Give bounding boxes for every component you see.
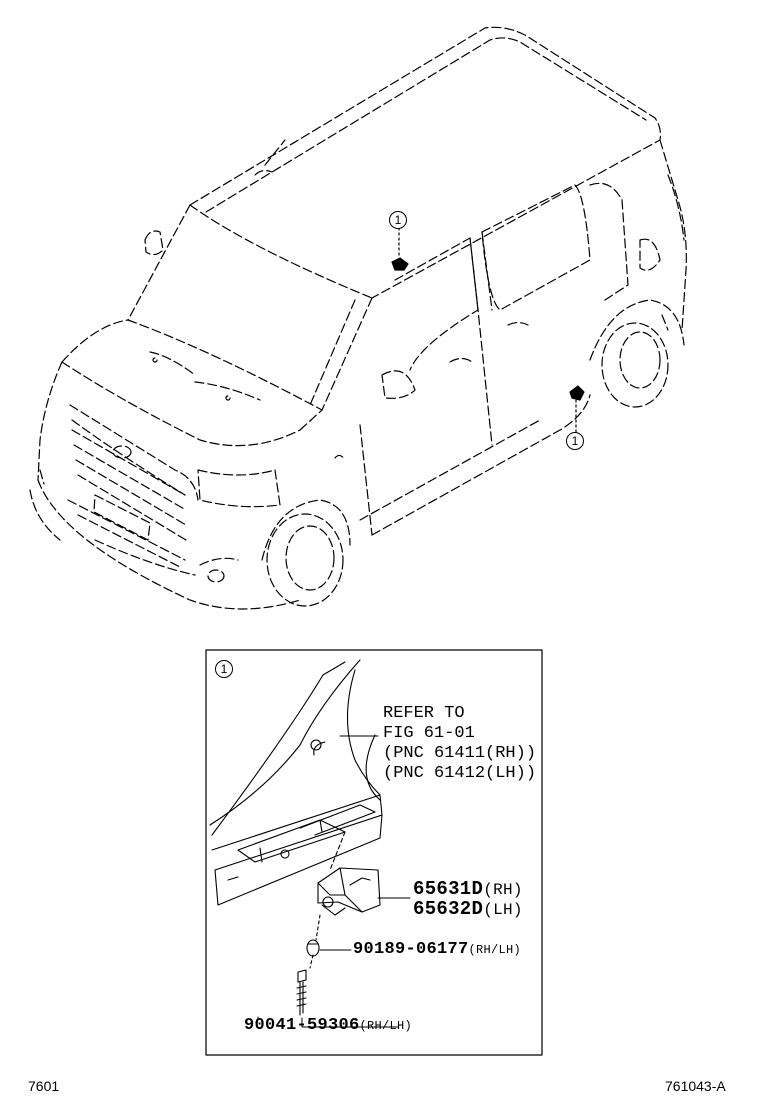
rocker-panel-detail	[209, 659, 383, 906]
part-suffix: (RH)	[483, 881, 523, 899]
bracket-65631d-drawing	[317, 867, 381, 916]
part-number: 90189-06177	[353, 940, 469, 959]
footer-left-code: 7601	[28, 1078, 60, 1094]
refer-line-2: FIG 61-01	[383, 724, 475, 743]
refer-line-1: REFER TO	[383, 704, 465, 723]
part-number: 90041-59306	[244, 1016, 360, 1035]
refer-to-note: REFER TO FIG 61-01 (PNC 61411(RH)) (PNC …	[383, 704, 536, 784]
leader-lines	[257, 735, 411, 1028]
callout-marker-upper: 1	[389, 211, 407, 229]
refer-line-4: (PNC 61412(LH))	[383, 764, 537, 783]
part-number: 65632D	[413, 898, 484, 920]
part-suffix: (RH/LH)	[359, 1019, 413, 1033]
footer-right-code: 761043-A	[665, 1078, 726, 1094]
part-location-marker-upper	[391, 227, 409, 271]
detail-view-frame	[205, 649, 543, 1056]
part-suffix: (RH/LH)	[468, 943, 522, 957]
vehicle-body-outline	[29, 26, 687, 610]
callout-marker-detail: 1	[215, 660, 233, 678]
part-location-marker-lower	[569, 385, 585, 433]
part-suffix: (LH)	[483, 901, 523, 919]
part-label-90041-59306[interactable]: 90041-59306(RH/LH)	[244, 1017, 412, 1034]
refer-line-3: (PNC 61411(RH))	[383, 744, 537, 763]
part-label-65631d[interactable]: 65631D(RH)	[413, 880, 523, 899]
part-label-90189-06177[interactable]: 90189-06177(RH/LH)	[353, 941, 521, 958]
screw-90041-59306-drawing	[296, 969, 307, 1016]
callout-marker-lower: 1	[566, 432, 584, 450]
clip-90189-06177-drawing	[306, 914, 321, 969]
part-label-65632d[interactable]: 65632D(LH)	[413, 900, 523, 919]
part-number: 65631D	[413, 878, 484, 900]
